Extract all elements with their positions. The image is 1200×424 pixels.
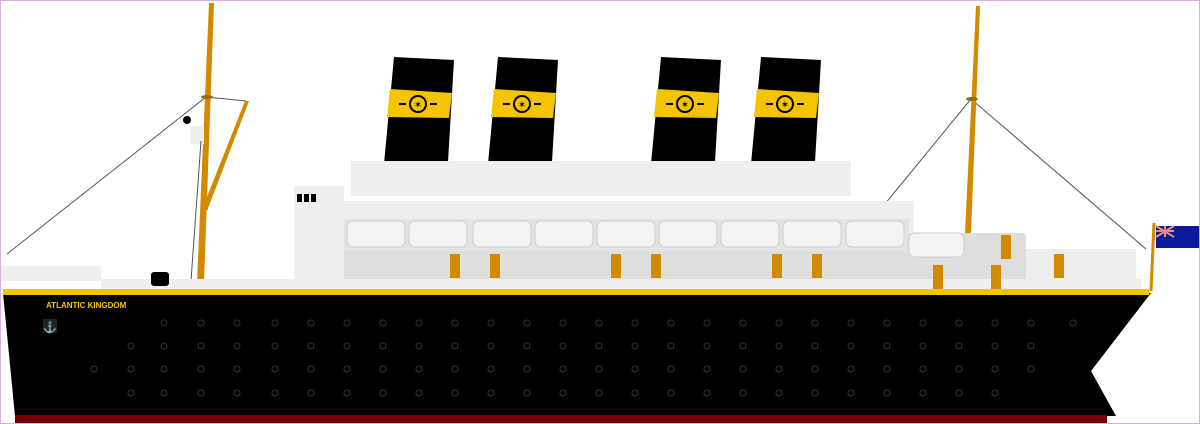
svg-text:✶: ✶: [681, 100, 689, 111]
blue-ensign-flag: [1149, 222, 1199, 292]
svg-text:✶: ✶: [781, 100, 789, 111]
main-mast: [965, 6, 980, 233]
svg-text:✶: ✶: [518, 100, 526, 111]
svg-text:✶: ✶: [414, 100, 422, 111]
doors: [450, 235, 1064, 289]
ship-name: ATLANTIC KINGDOM: [46, 301, 127, 310]
fore-mast: [183, 3, 249, 283]
hull: [3, 289, 1151, 423]
lifeboats: [346, 220, 965, 258]
portholes: [90, 319, 1077, 397]
superstructure: [1, 161, 1141, 289]
rigging: [6, 96, 1147, 255]
anchor-icon: ⚓: [43, 319, 57, 334]
svg-text:⚓: ⚓: [43, 321, 57, 334]
